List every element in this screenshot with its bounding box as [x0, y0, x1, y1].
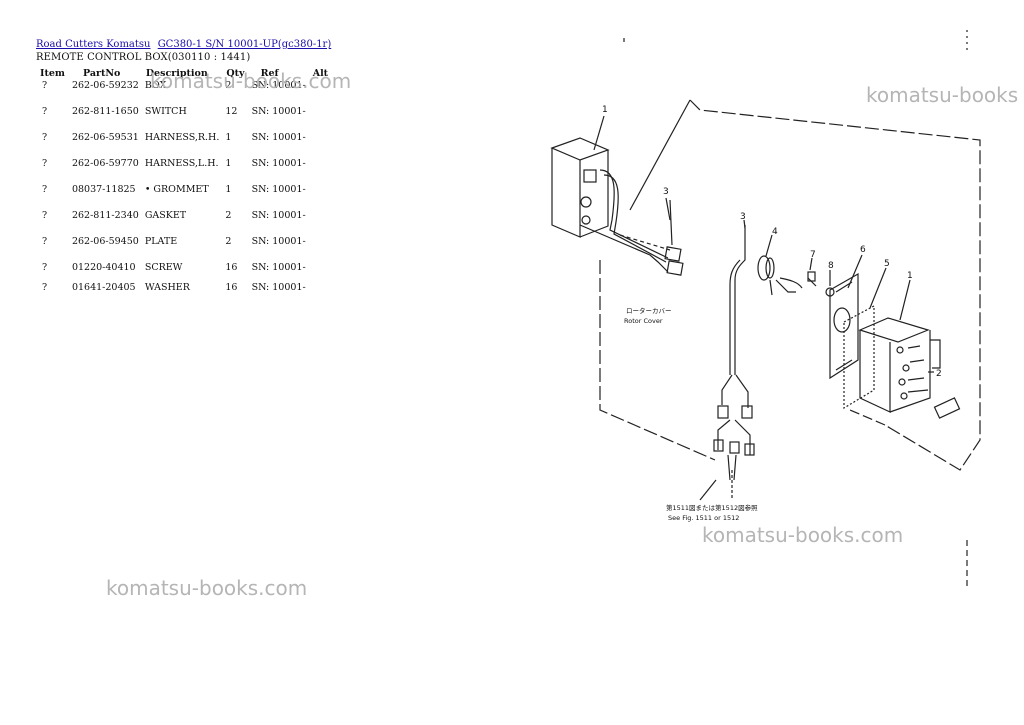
see-fig-label: See Fig. 1511 or 1512 [668, 514, 739, 522]
breadcrumb-link-model[interactable]: GC380-1 S/N 10001-UP(gc380-1r) [157, 39, 332, 50]
cell-qty: 1 [225, 132, 232, 143]
callout-1-left: 1 [602, 105, 608, 115]
callout-7: 7 [810, 250, 816, 260]
callout-1-right: 1 [907, 271, 913, 281]
callout-8: 8 [828, 261, 834, 271]
cell-description: HARNESS,R.H. [144, 132, 220, 143]
cell-ref: SN: 10001- [251, 210, 306, 221]
cell-item: ? [42, 80, 48, 91]
cell-partno: 01220-40410 [71, 262, 136, 273]
watermark-1: komatsu-books.com [150, 69, 352, 93]
cell-partno: 262-811-2340 [71, 210, 139, 221]
column-header-partno: PartNo [82, 67, 121, 79]
rotor-cover-label-jp: ローターカバー [626, 306, 672, 315]
cell-item: ? [42, 282, 48, 293]
cell-partno: 262-811-1650 [71, 106, 139, 117]
cell-alt [309, 262, 332, 282]
cell-alt [309, 236, 332, 262]
column-header-ref: Ref [260, 67, 279, 79]
see-fig-label-jp: 第1511図または第1512図参照 [666, 503, 758, 512]
cell-ref: SN: 10001- [251, 236, 306, 247]
cell-qty: 2 [225, 236, 232, 247]
cell-ref: SN: 10001- [251, 184, 306, 195]
cell-partno: 08037-11825 [71, 184, 136, 195]
cell-description: SWITCH [144, 106, 187, 117]
cell-qty: 1 [225, 158, 232, 169]
cell-item: ? [42, 106, 48, 117]
breadcrumb-link-road-cutters[interactable]: Road Cutters Komatsu [36, 39, 151, 50]
callout-3-left: 3 [663, 187, 669, 197]
cell-partno: 262-06-59232 [71, 80, 139, 91]
table-row: ? 08037-11825 • GROMMET 1 SN: 10001- [36, 184, 332, 210]
cell-item: ? [42, 184, 48, 195]
cell-item: ? [42, 132, 48, 143]
cell-description: HARNESS,L.H. [144, 158, 219, 169]
table-row: ? 01220-40410 SCREW 16 SN: 10001- [36, 262, 332, 282]
callout-6: 6 [860, 245, 866, 255]
breadcrumb: Road Cutters Komatsu GC380-1 S/N 10001-U… [36, 39, 335, 50]
table-row: ? 262-06-59232 BOX 2 SN: 10001- [36, 80, 332, 106]
table-row: ? 01641-20405 WASHER 16 SN: 10001- [36, 282, 332, 302]
cell-qty: 16 [225, 282, 238, 293]
cell-description: SCREW [144, 262, 183, 273]
cell-ref: SN: 10001- [251, 262, 306, 273]
cell-item: ? [42, 210, 48, 221]
cell-description: • GROMMET [144, 184, 209, 195]
cell-qty: 1 [225, 184, 232, 195]
cell-description: WASHER [144, 282, 190, 293]
cell-alt [309, 184, 332, 210]
cell-ref: SN: 10001- [251, 132, 306, 143]
parts-diagram: 1 3 3 4 7 8 6 5 1 2 ローターカバー Rotor Cover … [550, 30, 981, 590]
cell-ref: SN: 10001- [251, 80, 306, 91]
cell-ref: SN: 10001- [251, 282, 306, 293]
page-title: REMOTE CONTROL BOX(030110 : 1441) [36, 52, 251, 63]
column-header-item: Item [40, 67, 65, 79]
cell-alt [309, 282, 332, 302]
column-header-alt: Alt [312, 67, 329, 79]
cell-qty: 2 [225, 80, 232, 91]
cell-alt [309, 210, 332, 236]
cell-alt [309, 106, 332, 132]
cell-ref: SN: 10001- [251, 106, 306, 117]
table-row: ? 262-811-1650 SWITCH 12 SN: 10001- [36, 106, 332, 132]
cell-description: PLATE [144, 236, 178, 247]
cell-item: ? [42, 236, 48, 247]
cell-description: GASKET [144, 210, 187, 221]
cell-description: BOX [144, 80, 167, 91]
cell-partno: 01641-20405 [71, 282, 136, 293]
table-row: ? 262-06-59531 HARNESS,R.H. 1 SN: 10001- [36, 132, 332, 158]
cell-ref: SN: 10001- [251, 158, 306, 169]
cell-partno: 262-06-59531 [71, 132, 139, 143]
cell-alt [309, 158, 332, 184]
column-header-qty: Qty [226, 67, 245, 79]
column-header-description: Description [145, 67, 208, 79]
table-row: ? 262-06-59450 PLATE 2 SN: 10001- [36, 236, 332, 262]
callout-5: 5 [884, 259, 890, 269]
cell-partno: 262-06-59450 [71, 236, 139, 247]
cell-partno: 262-06-59770 [71, 158, 139, 169]
table-row: ? 262-811-2340 GASKET 2 SN: 10001- [36, 210, 332, 236]
watermark-3: komatsu-books.com [702, 523, 904, 547]
cell-alt [309, 132, 332, 158]
rotor-cover-label: Rotor Cover [624, 317, 663, 325]
parts-table: Item PartNo Description Qty Ref Alt ? 26… [36, 66, 332, 302]
callout-4: 4 [772, 227, 778, 237]
cell-item: ? [42, 262, 48, 273]
table-header-row: Item PartNo Description Qty Ref Alt [36, 66, 332, 80]
watermark-2: komatsu-books [866, 83, 1019, 107]
table-row: ? 262-06-59770 HARNESS,L.H. 1 SN: 10001- [36, 158, 332, 184]
cell-qty: 16 [225, 262, 238, 273]
callout-3-center: 3 [740, 212, 746, 222]
watermark-4: komatsu-books.com [106, 576, 308, 600]
callout-2: 2 [936, 369, 942, 379]
cell-qty: 12 [225, 106, 238, 117]
cell-qty: 2 [225, 210, 232, 221]
cell-item: ? [42, 158, 48, 169]
